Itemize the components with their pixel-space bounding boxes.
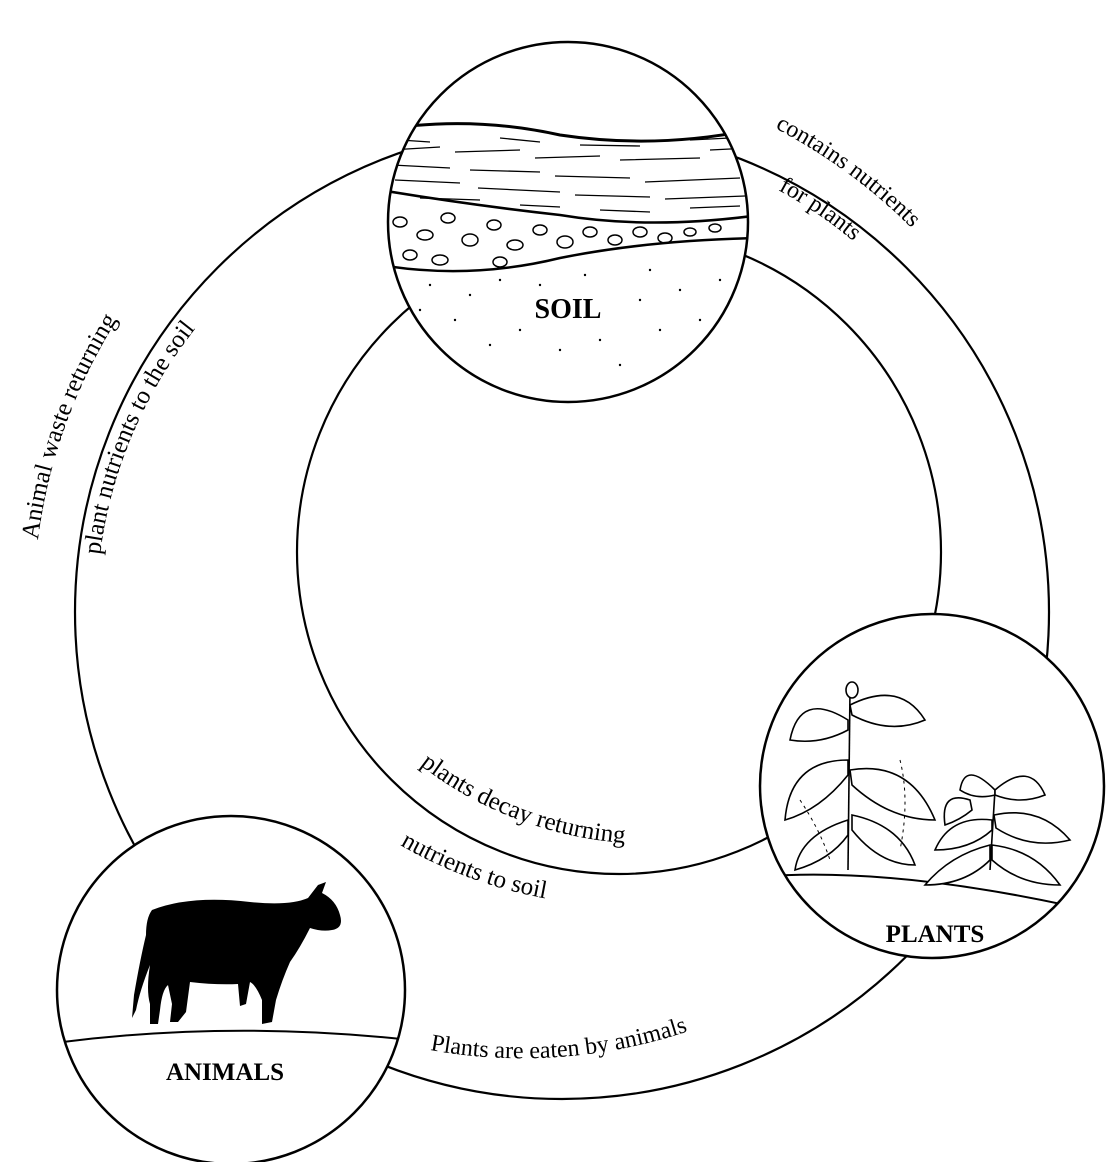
animals-label: ANIMALS	[166, 1059, 284, 1086]
edge-label-plants-eaten: Plants are eaten by animals	[429, 1012, 690, 1064]
plants-label: PLANTS	[886, 921, 985, 948]
plants-node: PLANTS	[755, 614, 1108, 958]
edge-label-plants-decay: plants decay returning	[416, 748, 627, 849]
soil-node: SOIL	[380, 42, 760, 402]
animals-node: ANIMALS	[55, 816, 410, 1162]
soil-label: SOIL	[535, 294, 602, 325]
